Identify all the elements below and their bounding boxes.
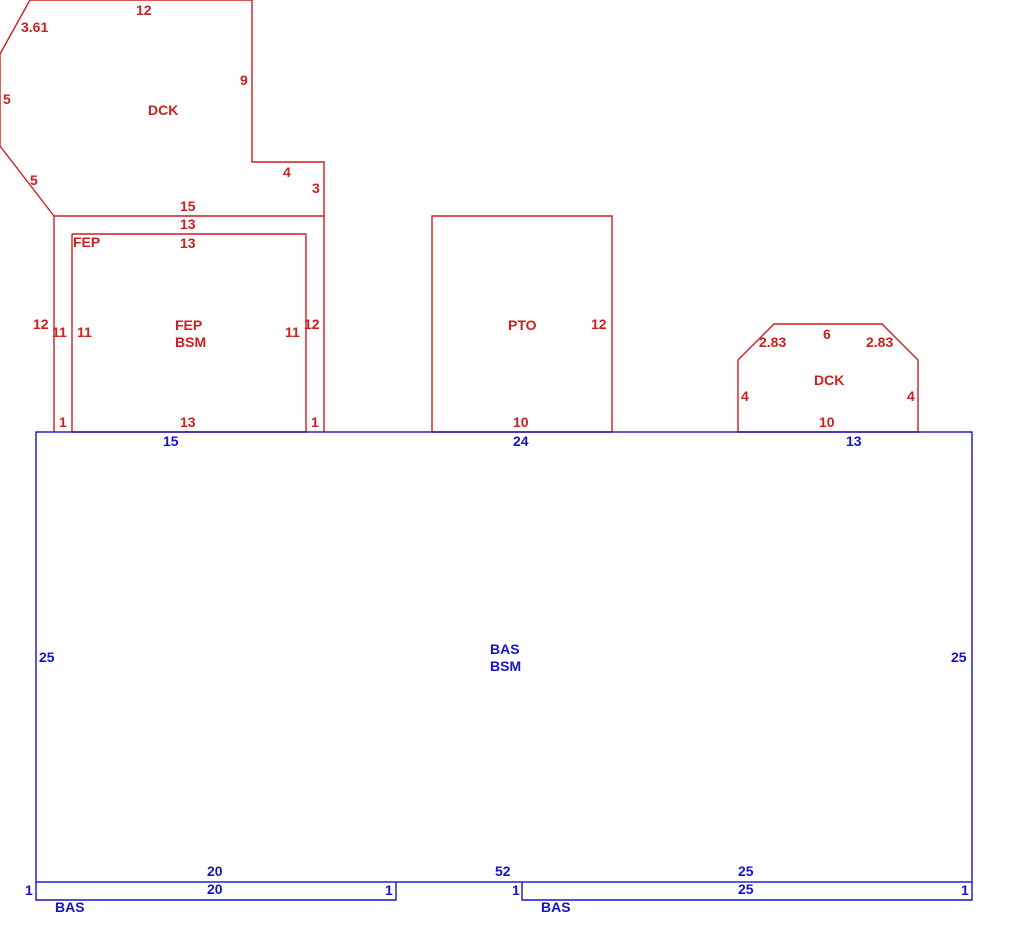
- dck-right-label: DCK: [814, 372, 844, 388]
- pto-dim-bottom: 10: [513, 414, 529, 430]
- bas-right-dim-top: 25: [738, 881, 754, 897]
- bas-right-outline: [521, 882, 973, 901]
- bas-main-dim-left: 25: [39, 649, 55, 665]
- fep-inner-label-2: BSM: [175, 334, 206, 350]
- bas-main-dim-right: 25: [951, 649, 967, 665]
- bas-left-dim-top: 20: [207, 881, 223, 897]
- bas-main-dim-top-right: 13: [846, 433, 862, 449]
- bas-right-dim-right: 1: [961, 882, 969, 898]
- dck-right-dim-diag-left: 2.83: [759, 334, 786, 350]
- dck-top-outline: [0, 0, 325, 217]
- fep-inner-dim-top: 13: [180, 235, 196, 251]
- fep-outer-dim-top: 15: [180, 198, 196, 214]
- dck-top-label: DCK: [148, 102, 178, 118]
- dck-top-dim-left: 5: [3, 91, 11, 107]
- pto-label: PTO: [508, 317, 537, 333]
- fep-outer-dim-inner-top: 13: [180, 216, 196, 232]
- bas-right-dim-left: 1: [512, 882, 520, 898]
- fep-outer-dim-right-leg: 1: [311, 414, 319, 430]
- dck-right-dim-left: 4: [741, 388, 749, 404]
- bas-main-dim-bottom-right: 25: [738, 863, 754, 879]
- area-bas-main[interactable]: BAS BSM 15 24 13 25 25 20 52 25: [35, 431, 973, 883]
- bas-main-dim-top-mid: 24: [513, 433, 529, 449]
- area-dck-right[interactable]: DCK 6 2.83 2.83 4 4 10: [737, 323, 919, 433]
- bas-main-dim-bottom-left: 20: [207, 863, 223, 879]
- fep-inner-label-1: FEP: [175, 317, 202, 333]
- bas-main-dim-top-left: 15: [163, 433, 179, 449]
- dck-top-dim-diag-top: 3.61: [21, 19, 48, 35]
- bas-left-label: BAS: [55, 899, 85, 915]
- dck-top-dim-diag-bottom: 5: [30, 172, 38, 188]
- bas-main-dim-bottom-mid: 52: [495, 863, 511, 879]
- fep-outer-dim-left: 12: [33, 316, 49, 332]
- fep-outer-dim-inner-left: 11: [52, 324, 67, 340]
- fep-inner-dim-left: 11: [77, 324, 92, 340]
- fep-inner-dim-bottom: 13: [180, 414, 196, 430]
- pto-dim-right: 12: [591, 316, 607, 332]
- area-bas-right[interactable]: BAS 25 1 1: [512, 881, 973, 915]
- fep-outer-dim-inner-right: 11: [285, 324, 300, 340]
- bas-left-outline: [35, 882, 397, 901]
- bas-main-label-2: BSM: [490, 658, 521, 674]
- bas-main-label-1: BAS: [490, 641, 520, 657]
- area-fep-outer[interactable]: FEP 15 13 12 11 12 11 1 1: [33, 198, 325, 432]
- dck-right-dim-bottom: 10: [819, 414, 835, 430]
- area-dck-top[interactable]: DCK 12 3.61 5 5 9 4 3: [0, 0, 325, 217]
- dck-right-dim-top: 6: [823, 326, 831, 342]
- fep-outer-outline: [53, 215, 325, 432]
- dck-right-dim-right: 4: [907, 388, 915, 404]
- bas-right-label: BAS: [541, 899, 571, 915]
- area-pto[interactable]: PTO 12 10: [431, 215, 613, 433]
- fep-outer-dim-right: 12: [304, 316, 320, 332]
- dck-top-dim-step-right: 3: [312, 180, 320, 196]
- dck-top-dim-right: 9: [240, 72, 248, 88]
- area-bas-left[interactable]: BAS 20 1 1: [25, 881, 397, 915]
- fep-outer-label: FEP: [73, 234, 100, 250]
- bas-left-dim-left: 1: [25, 882, 33, 898]
- bas-main-outline: [35, 431, 973, 883]
- bas-left-dim-right: 1: [385, 882, 393, 898]
- dck-top-dim-step-bottom: 4: [283, 164, 291, 180]
- area-fep-inner[interactable]: FEP BSM 13 11 13: [72, 235, 306, 433]
- dck-right-dim-diag-right: 2.83: [866, 334, 893, 350]
- fep-outer-dim-left-leg: 1: [59, 414, 67, 430]
- dck-top-dim-top: 12: [136, 2, 152, 18]
